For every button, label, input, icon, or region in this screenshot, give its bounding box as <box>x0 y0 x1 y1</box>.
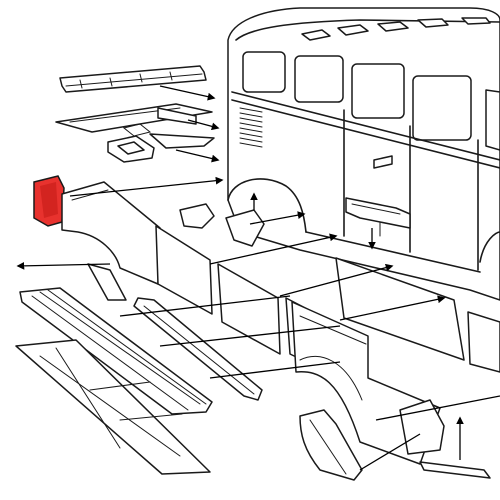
floor-pan-bracket-parts <box>179 203 265 247</box>
assembly-arrows <box>16 85 500 471</box>
rear-corner-highlighted-part <box>33 175 65 227</box>
running-board-long-part <box>19 287 213 415</box>
rear-quarter-panel-part <box>61 181 161 285</box>
bracket-assembly-part <box>107 123 215 163</box>
door-handle <box>373 155 393 169</box>
van-body <box>227 7 500 301</box>
front-lower-panel-part <box>399 399 491 479</box>
step-plate <box>345 197 411 229</box>
inner-panel-part <box>55 103 213 133</box>
floor-section-part <box>15 339 211 475</box>
skylight-windows <box>301 17 491 41</box>
upper-rail-part <box>59 65 207 93</box>
side-windows <box>242 51 500 151</box>
rocker-sill-parts <box>87 263 263 401</box>
wheel-arch-inner-part <box>299 409 363 481</box>
engine-vent-louvres <box>239 107 263 148</box>
